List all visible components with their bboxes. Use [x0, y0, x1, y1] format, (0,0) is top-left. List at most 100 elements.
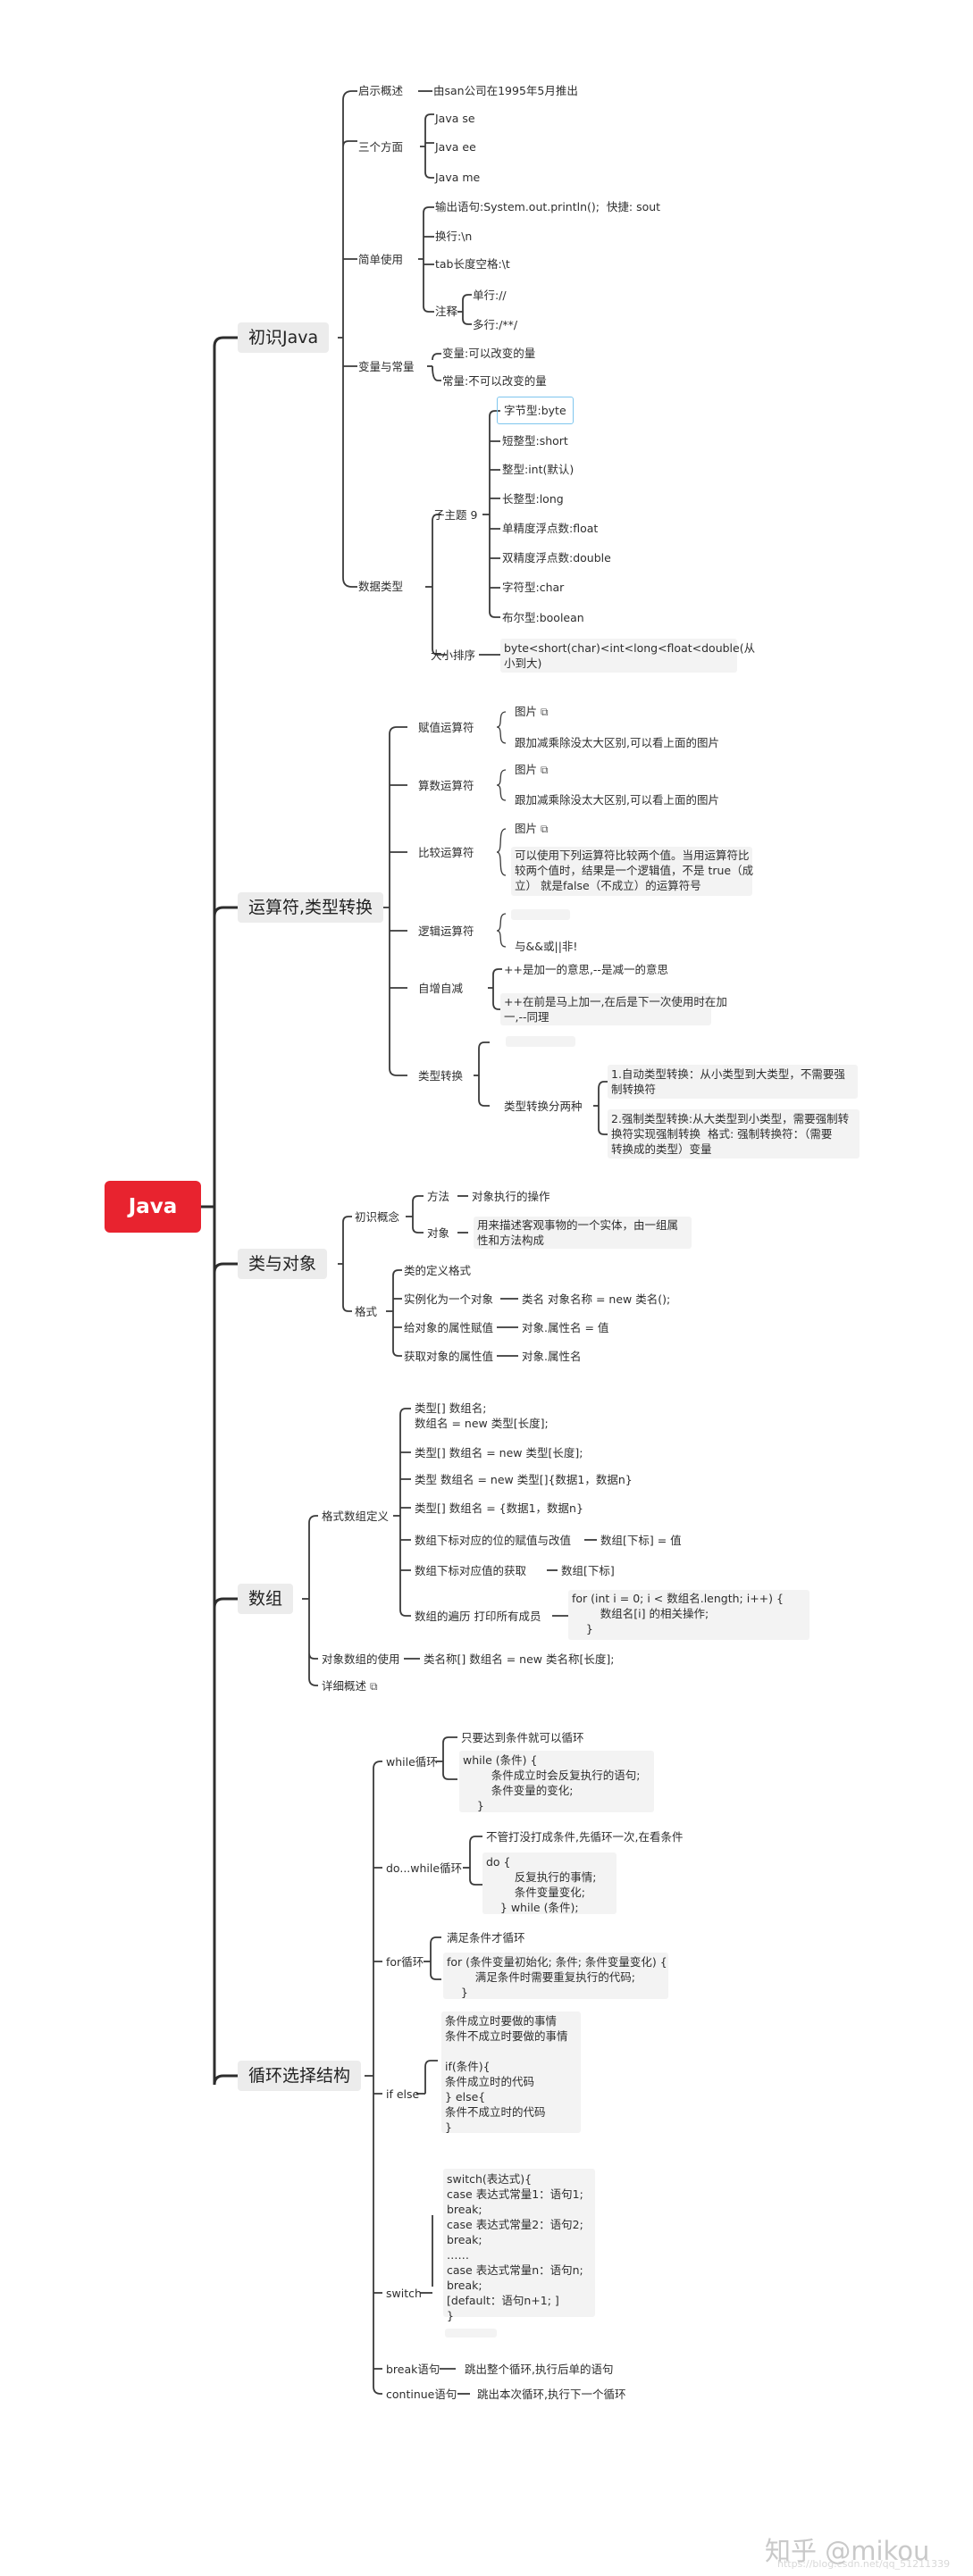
node-continue[interactable]: continue语句 — [386, 2388, 457, 2401]
node-for[interactable]: for循环 — [386, 1955, 424, 1969]
node-image-link-1[interactable]: 图片 ⧉ — [515, 704, 549, 720]
branch-yunsuanfu[interactable]: 运算符,类型转换 — [238, 892, 384, 923]
node-shuxing-huoqu-code[interactable]: 对象.属性名 — [522, 1350, 582, 1363]
node-for-code[interactable]: for (条件变量初始化; 条件; 条件变量变化) { 满足条件时需要重复执行的… — [447, 1955, 667, 1999]
node-type-long[interactable]: 长整型:long — [502, 492, 564, 506]
node-size-order[interactable]: byte<short(char)<int<long<float<double(从… — [504, 641, 756, 670]
node-for-desc[interactable]: 满足条件才循环 — [447, 1931, 525, 1945]
node-leixing-zhuanhuan[interactable]: 类型转换 — [418, 1069, 464, 1083]
node-luoji-desc[interactable]: 与&&或||非! — [515, 940, 578, 953]
node-zhushi[interactable]: 注释 — [435, 305, 458, 318]
node-lei-dingyi[interactable]: 类的定义格式 — [404, 1264, 472, 1277]
node-changliang[interactable]: 常量:不可以改变的量 — [442, 374, 547, 388]
node-array-def-2[interactable]: 类型[] 数组名 = new 类型[长度]; — [415, 1446, 583, 1459]
node-bijiao-yunsuanfu[interactable]: 比较运算符 — [418, 846, 474, 859]
node-fangfa[interactable]: 方法 — [427, 1190, 450, 1203]
node-array-def-4[interactable]: 类型[] 数组名 = {数据1，数据n} — [415, 1501, 583, 1515]
node-zhuanhuan-liangzhong[interactable]: 类型转换分两种 — [504, 1100, 583, 1113]
node-shuxing-huoqu[interactable]: 获取对象的属性值 — [404, 1350, 494, 1363]
node-while-desc[interactable]: 只要达到条件就可以循环 — [461, 1731, 584, 1744]
external-link-icon[interactable]: ⧉ — [541, 823, 549, 835]
node-type-int[interactable]: 整型:int(默认) — [502, 463, 575, 476]
node-chushi-gainian[interactable]: 初识概念 — [355, 1210, 400, 1224]
node-xiangxi-gaishu[interactable]: 详细概述 ⧉ — [322, 1678, 378, 1694]
node-image-link-2[interactable]: 图片 ⧉ — [515, 762, 549, 778]
node-auto-conversion[interactable]: 1.自动类型转换：从小类型到大类型，不需要强 制转换符 — [611, 1067, 845, 1096]
external-link-icon[interactable]: ⧉ — [541, 706, 549, 718]
node-fangfa-desc[interactable]: 对象执行的操作 — [472, 1190, 550, 1203]
node-zizhuti-9[interactable]: 子主题 9 — [433, 508, 478, 522]
node-zizeng-1[interactable]: ++是加一的意思,--是减一的意思 — [504, 963, 668, 976]
node-shuju-leixing[interactable]: 数据类型 — [358, 580, 404, 593]
node-daxiao-paixu[interactable]: 大小排序 — [431, 648, 476, 662]
node-shilihua[interactable]: 实例化为一个对象 — [404, 1292, 494, 1306]
node-if-else-code[interactable]: 条件成立时要做的事情 条件不成立时要做的事情 if(条件){ 条件成立时的代码 … — [445, 2014, 568, 2134]
node-fuzhi-desc[interactable]: 跟加减乘除没太大区别,可以看上面的图片 — [515, 736, 719, 749]
branch-lei-yu-duixiang[interactable]: 类与对象 — [238, 1249, 328, 1279]
node-newline[interactable]: 换行:\n — [435, 230, 473, 243]
branch-shuzu[interactable]: 数组 — [238, 1584, 294, 1614]
node-object-array[interactable]: 对象数组的使用 — [322, 1652, 400, 1666]
node-array-get[interactable]: 数组下标对应值的获取 — [415, 1564, 527, 1577]
node-duixiang-desc[interactable]: 用来描述客观事物的一个实体，由一组属 性和方法构成 — [477, 1218, 679, 1247]
node-forced-conversion[interactable]: 2.强制类型转换:从大类型到小类型，需要强制转 换符实现强制转换 格式: 强制转… — [611, 1112, 850, 1156]
node-geshi-shuzu-dingyi[interactable]: 格式数组定义 — [322, 1510, 390, 1523]
node-single-comment[interactable]: 单行:// — [473, 289, 507, 302]
node-while[interactable]: while循环 — [386, 1755, 438, 1769]
external-link-icon[interactable]: ⧉ — [370, 1680, 378, 1693]
node-java-se[interactable]: Java se — [435, 112, 475, 125]
node-san-ge-fangmian[interactable]: 三个方面 — [358, 140, 404, 154]
node-san-1995[interactable]: 由san公司在1995年5月推出 — [433, 84, 578, 97]
node-bianliang[interactable]: 变量:可以改变的量 — [442, 347, 536, 360]
node-object-array-code[interactable]: 类名称[] 数组名 = new 类名称[长度]; — [424, 1652, 615, 1666]
node-while-code[interactable]: while (条件) { 条件成立时会反复执行的语句; 条件变量的变化; } — [463, 1753, 641, 1812]
node-shuxing-fuzhi-code[interactable]: 对象.属性名 = 值 — [522, 1321, 609, 1334]
root-node-java[interactable]: Java — [105, 1181, 201, 1233]
node-tab[interactable]: tab长度空格:\t — [435, 257, 510, 271]
node-array-traverse[interactable]: 数组的遍历 打印所有成员 — [415, 1610, 541, 1623]
node-luoji-yunsuanfu[interactable]: 逻辑运算符 — [418, 924, 474, 938]
node-switch[interactable]: switch — [386, 2287, 422, 2300]
node-bijiao-desc[interactable]: 可以使用下列运算符比较两个值。当用运算符比 较两个值时，结果是一个逻辑值，不是 … — [515, 849, 754, 892]
node-type-double[interactable]: 双精度浮点数:double — [502, 551, 611, 565]
node-zizeng-zijian[interactable]: 自增自减 — [418, 982, 464, 995]
branch-xunhuan[interactable]: 循环选择结构 — [238, 2061, 362, 2091]
node-array-assign-code[interactable]: 数组[下标] = 值 — [600, 1534, 682, 1547]
node-multi-comment[interactable]: 多行:/**/ — [473, 318, 518, 331]
node-type-byte[interactable]: 字节型:byte — [504, 404, 566, 417]
node-break-desc[interactable]: 跳出整个循环,执行后单的语句 — [465, 2363, 614, 2376]
node-continue-desc[interactable]: 跳出本次循环,执行下一个循环 — [477, 2388, 626, 2401]
node-java-ee[interactable]: Java ee — [435, 140, 476, 154]
node-suanshu-yunsuanfu[interactable]: 算数运算符 — [418, 779, 474, 792]
node-switch-code[interactable]: switch(表达式){ case 表达式常量1：语句1; break; cas… — [447, 2172, 583, 2322]
node-duixiang[interactable]: 对象 — [427, 1226, 450, 1240]
node-break[interactable]: break语句 — [386, 2363, 440, 2376]
node-suanshu-desc[interactable]: 跟加减乘除没太大区别,可以看上面的图片 — [515, 793, 719, 807]
node-geshi[interactable]: 格式 — [355, 1305, 378, 1318]
node-array-def-3[interactable]: 类型 数组名 = new 类型[]{数据1，数据n} — [415, 1473, 633, 1486]
node-bianliang-changliang[interactable]: 变量与常量 — [358, 360, 415, 373]
node-zizeng-2[interactable]: ++在前是马上加一,在后是下一次使用时在加 一,--同理 — [504, 995, 727, 1024]
node-do-while-code[interactable]: do { 反复执行的事情; 条件变量变化; } while (条件); — [486, 1855, 597, 1914]
node-array-assign[interactable]: 数组下标对应的位的赋值与改值 — [415, 1534, 572, 1547]
node-array-get-code[interactable]: 数组[下标] — [561, 1564, 615, 1577]
node-array-def-1[interactable]: 类型[] 数组名; 数组名 = new 类型[长度]; — [415, 1401, 549, 1430]
external-link-icon[interactable]: ⧉ — [541, 764, 549, 776]
node-qishi-gaishu[interactable]: 启示概述 — [358, 84, 404, 97]
node-type-float[interactable]: 单精度浮点数:float — [502, 522, 599, 535]
node-do-while[interactable]: do...while循环 — [386, 1861, 463, 1875]
node-type-boolean[interactable]: 布尔型:boolean — [502, 611, 584, 624]
node-if-else[interactable]: if else — [386, 2087, 420, 2101]
branch-chushi-java[interactable]: 初识Java — [238, 322, 330, 353]
node-shilihua-code[interactable]: 类名 对象名称 = new 类名(); — [522, 1292, 671, 1306]
node-type-char[interactable]: 字符型:char — [502, 581, 565, 594]
node-image-link-3[interactable]: 图片 ⧉ — [515, 821, 549, 837]
node-shuxing-fuzhi[interactable]: 给对象的属性赋值 — [404, 1321, 494, 1334]
node-fuzhi-yunsuanfu[interactable]: 赋值运算符 — [418, 721, 474, 734]
node-print-statement[interactable]: 输出语句:System.out.println(); 快捷: sout — [435, 200, 661, 213]
node-jiandan-shiyong[interactable]: 简单使用 — [358, 253, 404, 266]
node-array-traverse-code[interactable]: for (int i = 0; i < 数组名.length; i++) { 数… — [572, 1592, 784, 1635]
node-do-while-desc[interactable]: 不管打没打成条件,先循环一次,在看条件 — [486, 1830, 684, 1844]
node-java-me[interactable]: Java me — [435, 171, 481, 184]
node-type-short[interactable]: 短整型:short — [502, 434, 568, 447]
